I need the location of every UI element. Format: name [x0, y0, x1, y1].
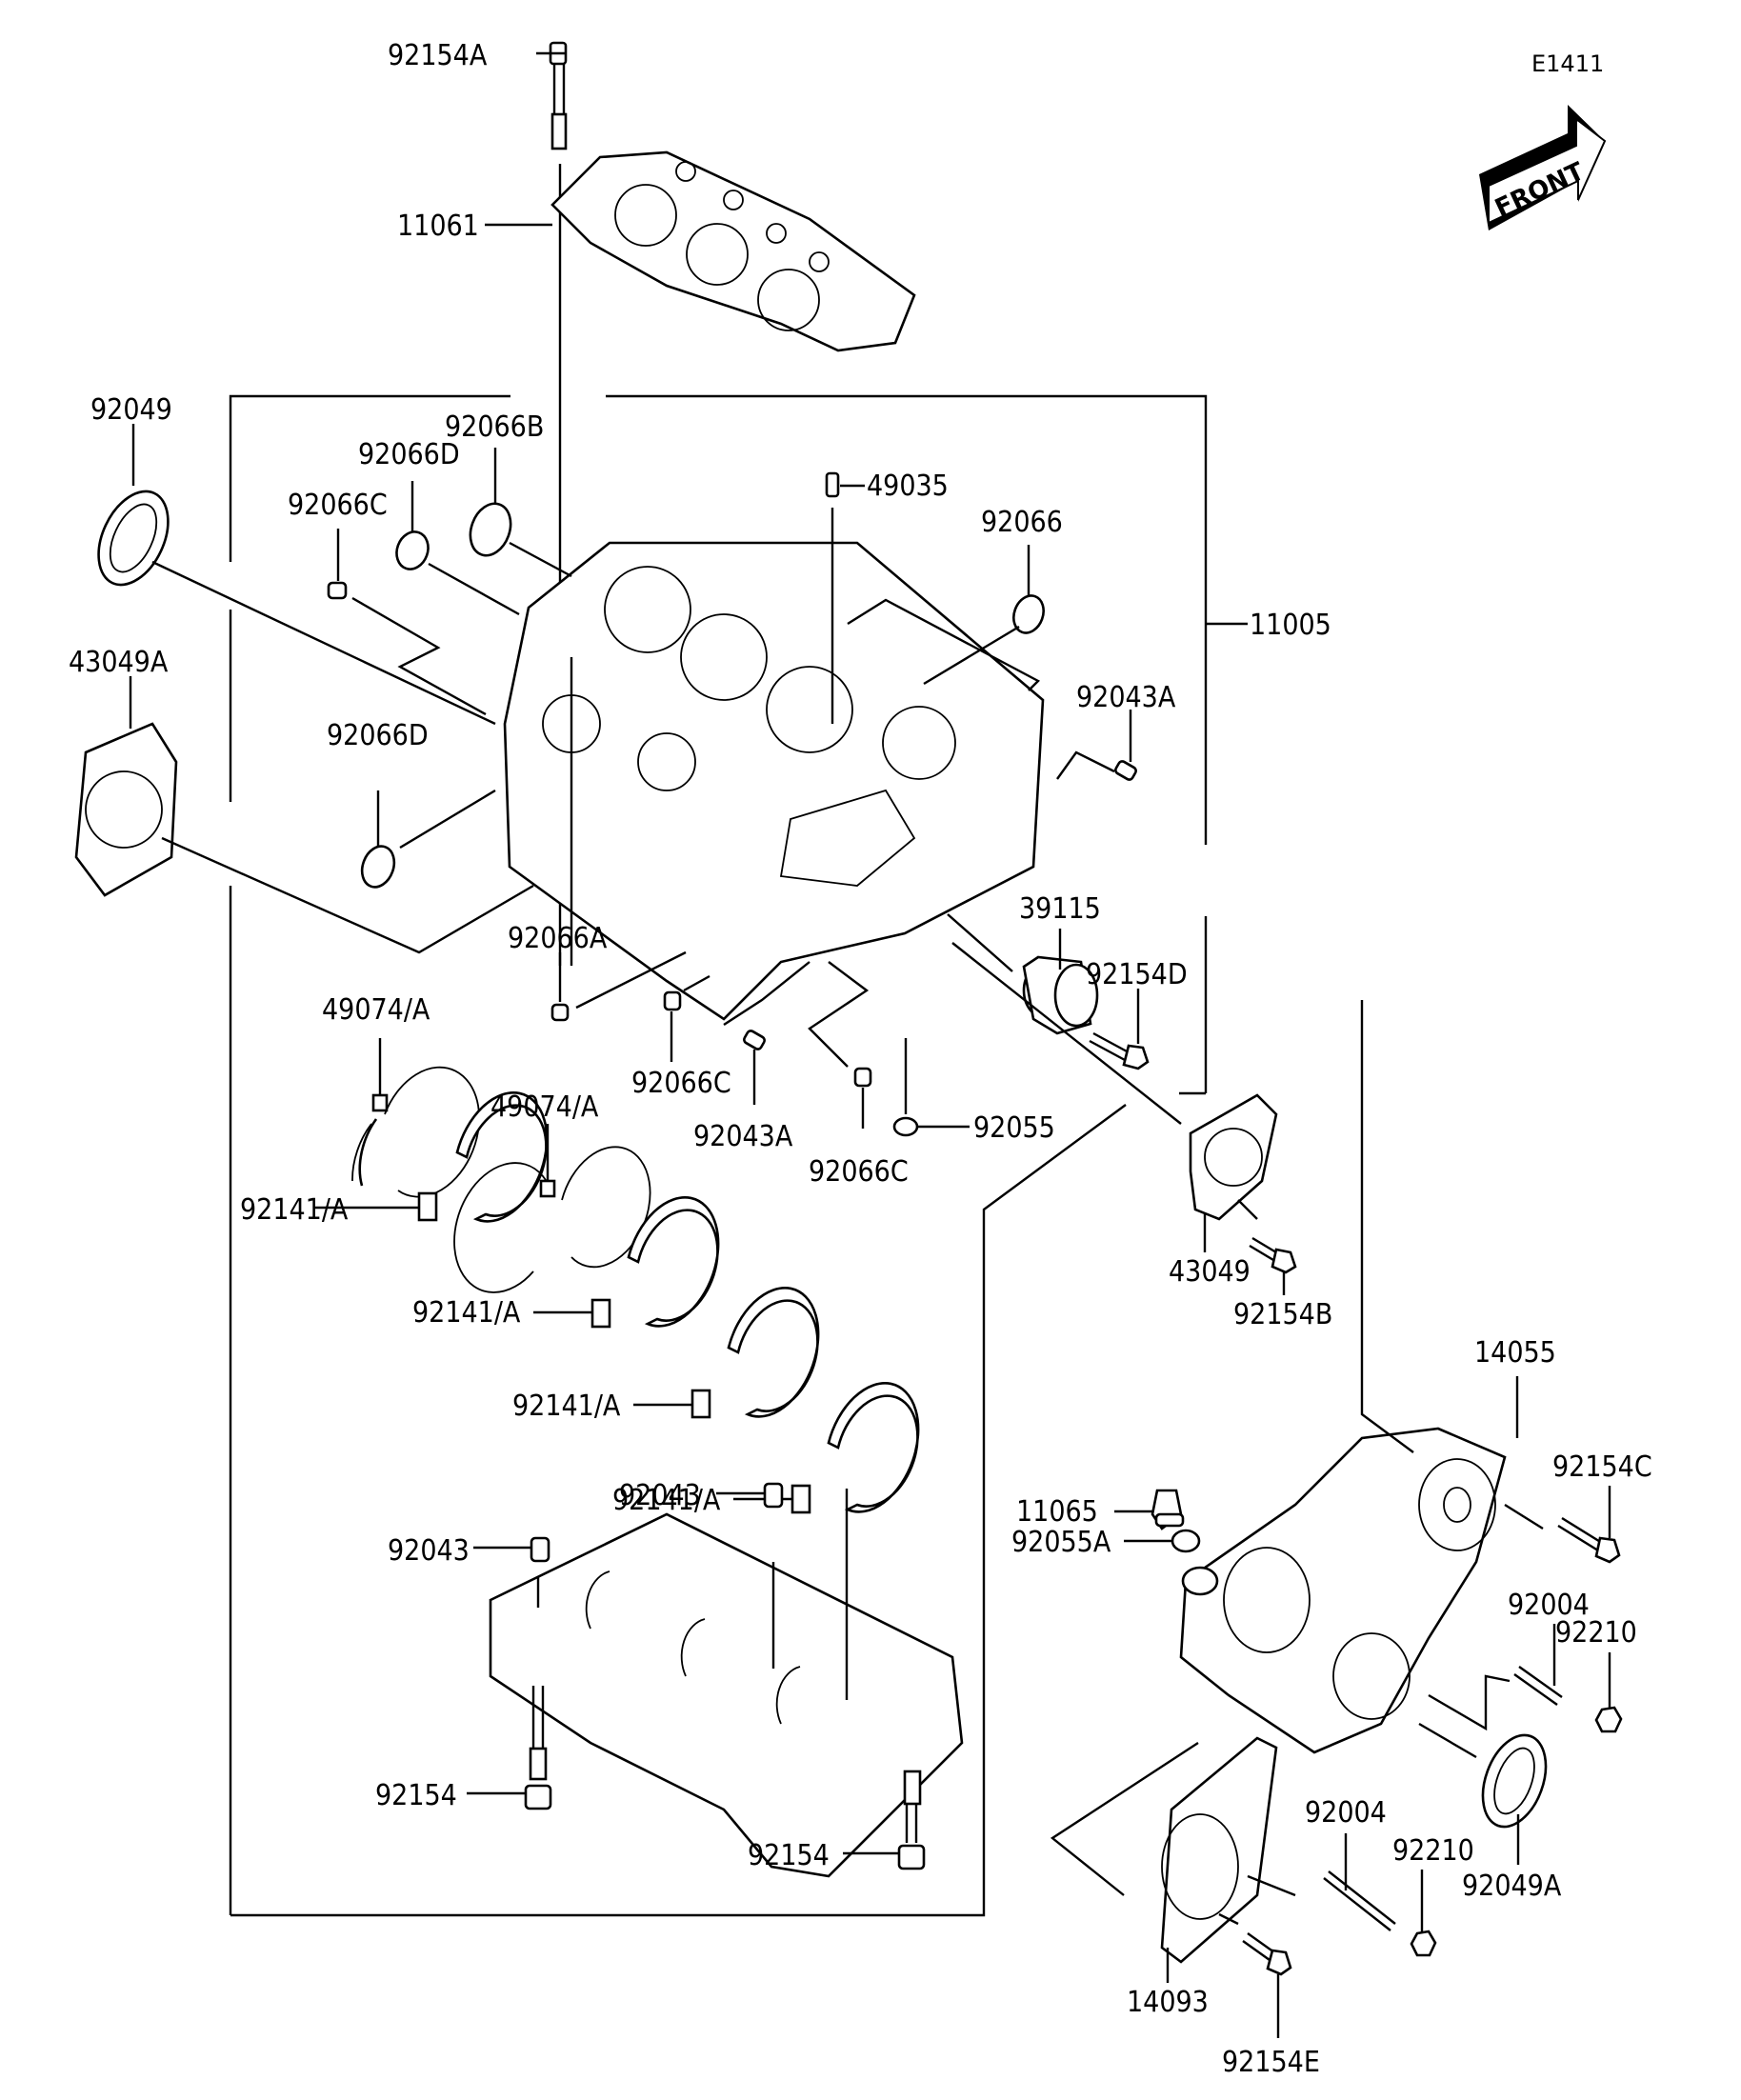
oil-seal-left[interactable]: [85, 424, 496, 726]
label-92141a-2[interactable]: 92141/A: [412, 1296, 521, 1330]
head-gasket[interactable]: [485, 150, 916, 352]
label-92043-2[interactable]: 92043: [619, 1479, 701, 1512]
label-92154b[interactable]: 92154B: [1233, 1298, 1332, 1331]
dowel-92043-1[interactable]: [473, 1536, 550, 1563]
label-92043a-2[interactable]: 92043A: [693, 1120, 793, 1153]
stud-92004-upper[interactable]: [1428, 1624, 1563, 1731]
label-92055[interactable]: 92055: [973, 1111, 1055, 1145]
plug-92066c-top[interactable]: [327, 529, 487, 716]
label-92154c[interactable]: 92154C: [1552, 1450, 1652, 1484]
bearing-1[interactable]: [314, 1091, 549, 1223]
assembly-bracket: [229, 394, 1248, 1917]
label-92141a-1[interactable]: 92141/A: [240, 1193, 349, 1227]
nut-92210-lower[interactable]: [1410, 1870, 1437, 1957]
label-43049[interactable]: 43049: [1169, 1255, 1251, 1289]
label-92055a[interactable]: 92055A: [1011, 1526, 1111, 1559]
figure-code: E1411: [1531, 50, 1604, 77]
bolt-92154b[interactable]: [1237, 1199, 1297, 1295]
label-92004[interactable]: 92004: [1508, 1589, 1590, 1622]
label-92154e[interactable]: 92154E: [1222, 2046, 1320, 2079]
label-11005[interactable]: 11005: [1250, 609, 1331, 642]
cap-11065[interactable]: [1114, 1489, 1185, 1530]
cover-14093[interactable]: [1050, 1736, 1278, 1983]
label-39115[interactable]: 39115: [1019, 892, 1101, 926]
label-49074a[interactable]: 49074/A: [322, 993, 430, 1027]
label-92049[interactable]: 92049: [90, 393, 172, 427]
oil-seal-92049a[interactable]: [1418, 1722, 1557, 1865]
callout-labels: 92154A 11061 92049 92066B 92066D 92066C …: [69, 39, 1652, 2079]
bearing-2[interactable]: [533, 1196, 720, 1329]
bolt-92154d[interactable]: [1089, 989, 1150, 1070]
plug-92066d-top[interactable]: [391, 481, 520, 616]
label-92210[interactable]: 92210: [1555, 1616, 1637, 1650]
gasket-43049[interactable]: [1189, 1093, 1278, 1252]
bolt-92154-1[interactable]: [467, 1686, 552, 1810]
dowel-92043a-right[interactable]: [1056, 710, 1137, 781]
nut-92210-upper[interactable]: [1594, 1652, 1623, 1733]
leader-line: [951, 942, 1182, 1125]
label-14093[interactable]: 14093: [1127, 1986, 1209, 2019]
label-92210-2[interactable]: 92210: [1392, 1834, 1474, 1868]
thrust-washer-2[interactable]: [453, 1124, 651, 1293]
front-cover-14055[interactable]: [1179, 1000, 1519, 1754]
dowel-92043a-mid[interactable]: [723, 961, 810, 1105]
label-92049a[interactable]: 92049A: [1462, 1870, 1562, 1903]
label-92154-1[interactable]: 92154: [375, 1779, 457, 1812]
label-43049a[interactable]: 43049A: [69, 646, 169, 679]
label-92066d[interactable]: 92066D: [358, 438, 460, 471]
label-92154-2[interactable]: 92154: [748, 1839, 830, 1872]
crankcase-upper[interactable]: [503, 541, 1045, 1021]
label-92066c-3[interactable]: 92066C: [809, 1155, 909, 1189]
label-14055[interactable]: 14055: [1474, 1336, 1556, 1370]
label-92141a-3[interactable]: 92141/A: [512, 1390, 621, 1423]
plug-92066b[interactable]: [464, 448, 572, 578]
plug-92066c-low[interactable]: [808, 961, 872, 1129]
stud-92004-lower[interactable]: [1247, 1833, 1396, 1931]
plug-92066[interactable]: [847, 545, 1049, 691]
label-92154a[interactable]: 92154A: [388, 39, 488, 72]
label-92066c[interactable]: 92066C: [288, 489, 388, 522]
bearing-4[interactable]: [733, 1382, 920, 1514]
bolt-92154e[interactable]: [1218, 1912, 1292, 2038]
dowel-92043-2[interactable]: [716, 1482, 784, 1509]
label-92043-1[interactable]: 92043: [388, 1534, 470, 1568]
bolt-92154-2[interactable]: [843, 1770, 926, 1870]
o-ring-92055a[interactable]: [1124, 1529, 1201, 1553]
pin-49035[interactable]: [825, 471, 865, 724]
o-ring-92055[interactable]: [892, 1038, 970, 1137]
label-92066[interactable]: 92066: [981, 506, 1063, 539]
filter-housing-39115[interactable]: [947, 913, 1099, 1035]
label-49074a-2[interactable]: 49074/A: [490, 1090, 599, 1124]
plug-92066a[interactable]: [550, 950, 687, 1022]
gasket-43049a[interactable]: [74, 676, 534, 954]
label-11061[interactable]: 11061: [397, 210, 479, 243]
front-arrow-icon: FRONT: [1479, 105, 1607, 230]
crankcase-lower[interactable]: [489, 1489, 964, 1878]
label-11065[interactable]: 11065: [1016, 1495, 1098, 1529]
thrust-washer-1[interactable]: [351, 1038, 480, 1198]
bearing-3[interactable]: [633, 1287, 820, 1419]
label-92066c-2[interactable]: 92066C: [631, 1067, 731, 1100]
label-92066b[interactable]: 92066B: [445, 410, 544, 444]
label-49035[interactable]: 49035: [867, 470, 949, 503]
label-92043a[interactable]: 92043A: [1076, 681, 1176, 714]
plug-92066c-mid[interactable]: [663, 974, 710, 1062]
label-92141a-4[interactable]: 92141/A: [612, 1484, 721, 1517]
label-92154d[interactable]: 92154D: [1086, 958, 1188, 991]
plug-92066d-left[interactable]: [356, 789, 496, 891]
label-92066d-2[interactable]: 92066D: [327, 719, 429, 752]
label-92004-2[interactable]: 92004: [1305, 1796, 1387, 1830]
label-92066a[interactable]: 92066A: [508, 922, 608, 955]
bolt-92154c[interactable]: [1504, 1486, 1621, 1564]
